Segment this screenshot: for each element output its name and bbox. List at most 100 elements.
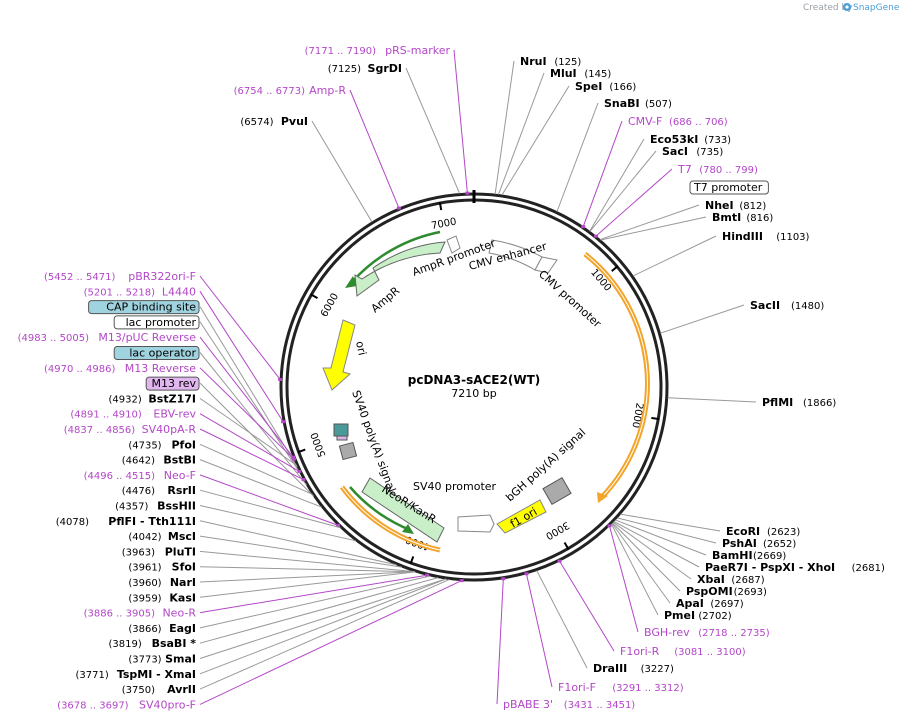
label-sv40-promoter: SV40 promoter	[413, 480, 497, 493]
site-label-enzyme: Eco53kI(733)	[650, 133, 731, 146]
leader-line	[199, 580, 462, 705]
site-name: EBV-rev	[153, 408, 196, 421]
tick-mark	[651, 416, 660, 421]
leader-line	[496, 578, 504, 705]
leader-line	[612, 522, 681, 592]
site-range: (6574)	[240, 117, 273, 128]
site-range: (1866)	[803, 398, 836, 409]
leader-line	[501, 85, 570, 196]
site-label-primer: F1ori-F(3291 .. 3312)	[558, 681, 684, 694]
site-label-primer: pRS-marker(7171 .. 7190)	[305, 44, 451, 57]
site-range: (1103)	[776, 232, 809, 243]
site-range: (2718 .. 2735)	[698, 628, 770, 639]
site-label-enzyme: HindIII(1103)	[722, 230, 810, 243]
site-label-enzyme: BmtI (816)	[712, 211, 773, 224]
site-label-primer: Neo-R(3886 .. 3905)	[84, 607, 197, 620]
site-range: (3750)	[122, 685, 155, 696]
site-label-enzyme: XbaI(2687)	[697, 573, 765, 586]
site-label-enzyme: NruI(125)	[520, 55, 581, 68]
neor-feature-shape	[361, 477, 445, 543]
site-label-enzyme: MluI(145)	[550, 67, 611, 80]
site-label-enzyme: EagI(3866)	[128, 622, 196, 635]
site-name: SfoI	[172, 561, 196, 574]
site-range: (4970 .. 4986)	[44, 364, 116, 375]
site-name: ApaI	[676, 597, 704, 610]
site-label-primer: Neo-F(4496 .. 4515)	[84, 469, 196, 482]
site-name: XbaI	[697, 573, 725, 586]
cmv-promoter-shape	[534, 256, 558, 274]
site-name: SnaBI	[604, 97, 640, 110]
tick-mark	[297, 448, 306, 454]
site-range: (125)	[554, 57, 581, 68]
site-label-enzyme: PvuI(6574)	[240, 115, 308, 128]
leader-line	[199, 367, 295, 460]
site-label-enzyme: ApaI (2697)	[676, 597, 744, 610]
site-label-enzyme: MscI(4042)	[128, 530, 196, 543]
site-label-primer: L4440(5201 .. 5218)	[84, 285, 196, 298]
site-name: M13 rev	[151, 377, 196, 390]
site-label-primer: SV40pro-F(3678 .. 3697)	[57, 698, 196, 711]
site-label-enzyme: SacII(1480)	[750, 299, 824, 312]
site-range: (4983 .. 5005)	[18, 333, 90, 344]
site-range: (5201 .. 5218)	[84, 287, 156, 298]
site-range: (686 .. 706)	[669, 117, 728, 128]
site-range: (2669)	[753, 551, 786, 562]
site-name: BstBI	[163, 454, 196, 467]
bgh-polya-shape	[542, 477, 572, 505]
site-name: SacI	[662, 145, 688, 158]
leader-line	[600, 216, 707, 241]
snapgene-logo-icon	[843, 3, 851, 11]
site-labels: pBR322ori-F(5452 .. 5471)L4440(5201 .. 5…	[18, 44, 885, 711]
neor-cds-line	[349, 486, 411, 532]
site-label-enzyme: KasI(3959)	[128, 591, 196, 604]
leader-line	[559, 560, 615, 652]
site-range: (816)	[746, 213, 773, 224]
tick-label: 6000	[319, 292, 341, 320]
site-label-enzyme: RsrII(4476)	[122, 484, 196, 497]
site-label-enzyme: NheI(812)	[705, 199, 766, 212]
leader-line	[311, 120, 373, 223]
site-name: BmtI	[712, 211, 741, 224]
label-sv40-polya: SV40 poly(A) signal	[349, 389, 398, 494]
site-range: (2697)	[710, 599, 743, 610]
site-label-primer: T7(780 .. 799)	[677, 163, 758, 176]
leader-line	[199, 474, 339, 526]
site-name: BsaBI *	[152, 637, 197, 650]
site-label-enzyme: BamHI(2669)	[712, 549, 786, 562]
site-name: PfoI	[172, 438, 197, 451]
site-name: T7 promoter	[693, 181, 763, 194]
site-name: PshAI	[722, 537, 757, 550]
site-name: Neo-R	[162, 607, 196, 620]
leader-line	[199, 275, 281, 380]
leader-line	[199, 550, 415, 573]
site-name: PluTI	[165, 545, 196, 558]
feature-box	[88, 300, 200, 315]
leader-line	[199, 571, 416, 598]
leader-line	[199, 413, 300, 472]
site-label-enzyme: SnaBI(507)	[604, 97, 672, 110]
site-label-primer: F1ori-R(3081 .. 3100)	[620, 645, 746, 658]
site-name: Eco53kI	[650, 133, 698, 146]
leader-line	[199, 382, 315, 497]
leader-line	[589, 138, 645, 232]
leader-line	[667, 397, 757, 403]
site-range: (7125)	[328, 64, 361, 75]
label-ampr: AmpR	[369, 284, 403, 315]
site-range: (2693)	[734, 587, 767, 598]
site-label-enzyme: SfoI(3961)	[128, 561, 196, 574]
leader-line	[199, 578, 447, 675]
site-label-enzyme: SmaI(3773)	[128, 653, 196, 666]
sv40-polya-shape	[338, 441, 358, 461]
leader-line	[199, 578, 450, 690]
site-name: pBR322ori-F	[128, 270, 196, 283]
tick-mark	[563, 542, 570, 550]
site-label-enzyme: EcoRI(2623)	[726, 525, 800, 538]
site-label-box-teal: lac operator	[113, 346, 200, 360]
leader-line	[615, 519, 707, 556]
leader-line	[620, 513, 721, 532]
site-name: CMV-F	[628, 115, 662, 128]
site-range: (3678 .. 3697)	[57, 700, 129, 711]
leader-line	[556, 102, 599, 212]
site-range: (4735)	[128, 440, 161, 451]
